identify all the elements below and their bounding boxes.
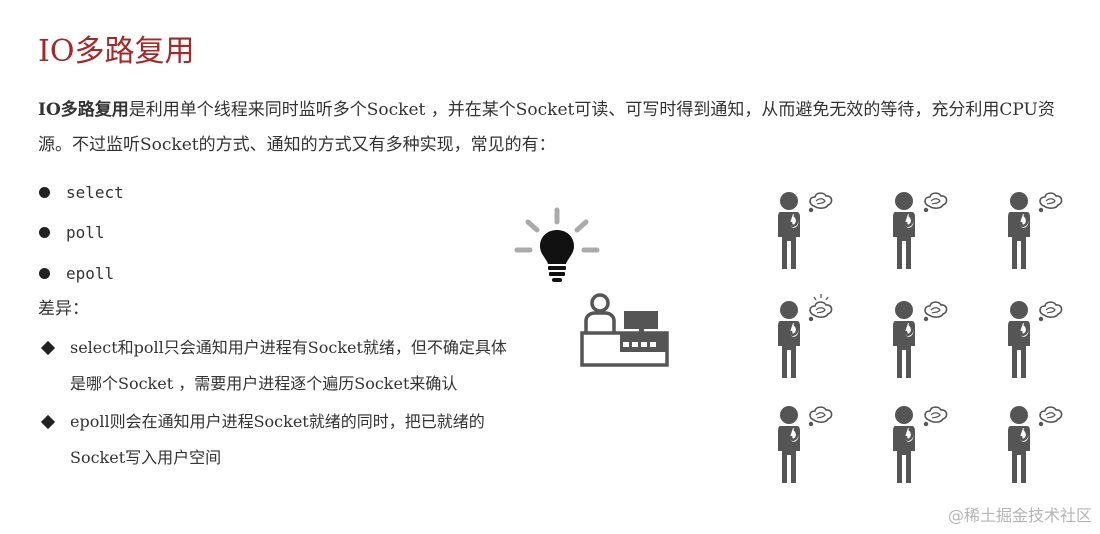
waiting-customer-icon	[891, 404, 948, 485]
ready-customer-icon	[776, 294, 833, 380]
intro-bold-term: IO多路复用	[38, 100, 129, 120]
waiter-at-counter-icon	[580, 293, 669, 367]
ready-signal-icon	[813, 294, 829, 301]
list-item: select和poll只会通知用户进程有Socket就绪，但不确定具体是哪个So…	[40, 330, 520, 402]
implementation-list: select poll epoll	[38, 172, 124, 294]
page-title: IO多路复用	[38, 34, 195, 69]
waiting-customer-icon	[891, 299, 948, 380]
list-item: poll	[38, 213, 124, 254]
list-item: epoll	[38, 253, 124, 294]
list-item: select	[38, 172, 124, 213]
bullet-dot-icon	[39, 267, 50, 279]
list-item-label: select	[66, 182, 124, 202]
lightbulb-icon	[514, 207, 600, 282]
waiting-customer-icon	[1006, 404, 1063, 485]
waiting-customer-icon	[1006, 299, 1063, 380]
bullet-dot-icon	[39, 186, 50, 198]
waiting-customer-icon	[1006, 190, 1063, 271]
difference-list: select和poll只会通知用户进程有Socket就绪，但不确定具体是哪个So…	[40, 330, 520, 478]
intro-text: 是利用单个线程来同时监听多个Socket ，并在某个Socket可读、可写时得到…	[38, 100, 1055, 155]
difference-text: epoll则会在通知用户进程Socket就绪的同时，把已就绪的Socket写入用…	[70, 412, 485, 467]
waiting-customer-icon	[776, 404, 833, 485]
difference-heading: 差异：	[38, 299, 89, 319]
watermark: @稀土掘金技术社区	[947, 506, 1092, 525]
waiting-customer-icon	[891, 190, 948, 271]
waiting-customer-icon	[776, 190, 833, 271]
bullet-dot-icon	[39, 227, 50, 239]
list-item: epoll则会在通知用户进程Socket就绪的同时，把已就绪的Socket写入用…	[40, 404, 520, 476]
list-item-label: poll	[66, 223, 105, 243]
list-item-label: epoll	[66, 263, 115, 283]
difference-text: select和poll只会通知用户进程有Socket就绪，但不确定具体是哪个So…	[70, 338, 507, 393]
intro-paragraph: IO多路复用是利用单个线程来同时监听多个Socket ，并在某个Socket可读…	[38, 93, 1068, 163]
